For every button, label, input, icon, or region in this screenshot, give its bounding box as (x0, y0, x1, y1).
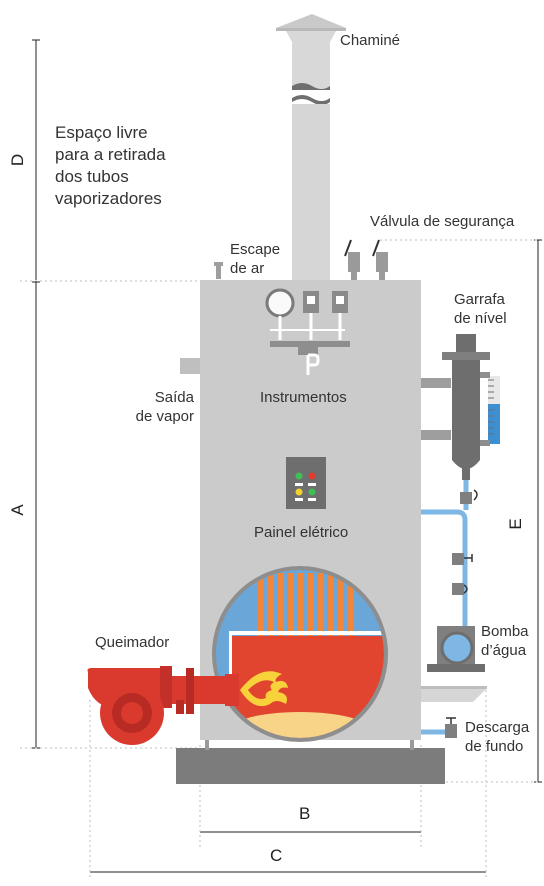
bottom-drain-line-1: Descarga (465, 719, 530, 736)
pipe-valves (445, 489, 478, 738)
top-fittings (214, 239, 388, 280)
label-chimney: Chaminé (340, 32, 401, 49)
water-pump-line-1: Bomba (481, 623, 529, 640)
free-space-line-2: para a retirada (55, 145, 166, 164)
chimney (276, 14, 346, 282)
boiler-base (176, 748, 445, 784)
free-space-line-4: vaporizadores (55, 189, 162, 208)
steam-outlet-line-1: Saída (154, 389, 194, 406)
indicator-green-icon (295, 472, 303, 480)
indicator-yellow-icon (295, 488, 303, 496)
indicator-green2-icon (308, 488, 316, 496)
free-space-line-3: dos tubos (55, 167, 129, 186)
air-vent (216, 265, 221, 279)
air-vent-line-1: Escape (230, 241, 281, 258)
dimension-e-label: E (506, 518, 525, 530)
chimney-cap (276, 14, 346, 28)
safety-valve-left (344, 239, 360, 280)
label-water-pump: Bomba d’água (481, 622, 529, 660)
steam-outlet-pipe (180, 358, 202, 374)
steam-outlet-line-2: de vapor (135, 408, 194, 425)
pump-icon (440, 631, 474, 665)
guide-lines (20, 239, 540, 880)
label-safety-valve: Válvula de segurança (370, 213, 515, 230)
pressure-gauge-icon (265, 288, 295, 318)
level-bottle (421, 334, 500, 480)
drain-valve (445, 724, 457, 738)
dimension-c-label: C (270, 846, 283, 865)
instruments-group (265, 288, 350, 375)
dimension-a-label: A (8, 504, 27, 516)
level-bottle-line-2: de nível (454, 310, 507, 327)
electric-panel (286, 457, 326, 509)
label-electric-panel: Painel elétrico (254, 524, 349, 541)
dimension-d-label: D (8, 153, 27, 167)
vaporizer-tubes (258, 573, 354, 640)
dimension-b-label: B (299, 804, 311, 823)
water-pump-line-2: d’água (481, 642, 527, 659)
label-burner: Queimador (95, 634, 170, 651)
label-level-bottle: Garrafa de nível (454, 290, 507, 328)
bottom-drain-line-2: de fundo (465, 738, 524, 755)
label-instruments: Instrumentos (260, 389, 347, 406)
free-space-line-1: Espaço livre (55, 123, 148, 142)
instrument-manifold (270, 341, 350, 347)
indicator-red-icon (308, 472, 316, 480)
label-air-vent: Escape de ar (230, 240, 280, 278)
label-bottom-drain: Descarga de fundo (465, 718, 529, 756)
level-bottle-line-1: Garrafa (454, 291, 505, 308)
label-free-space: Espaço livre para a retirada dos tubos v… (55, 122, 166, 210)
safety-valve-right (372, 239, 388, 280)
air-vent-line-2: de ar (230, 260, 265, 277)
water-pump (421, 626, 487, 702)
label-steam-outlet: Saída de vapor (120, 388, 194, 426)
burner (87, 666, 288, 745)
dimension-lines (32, 39, 542, 873)
